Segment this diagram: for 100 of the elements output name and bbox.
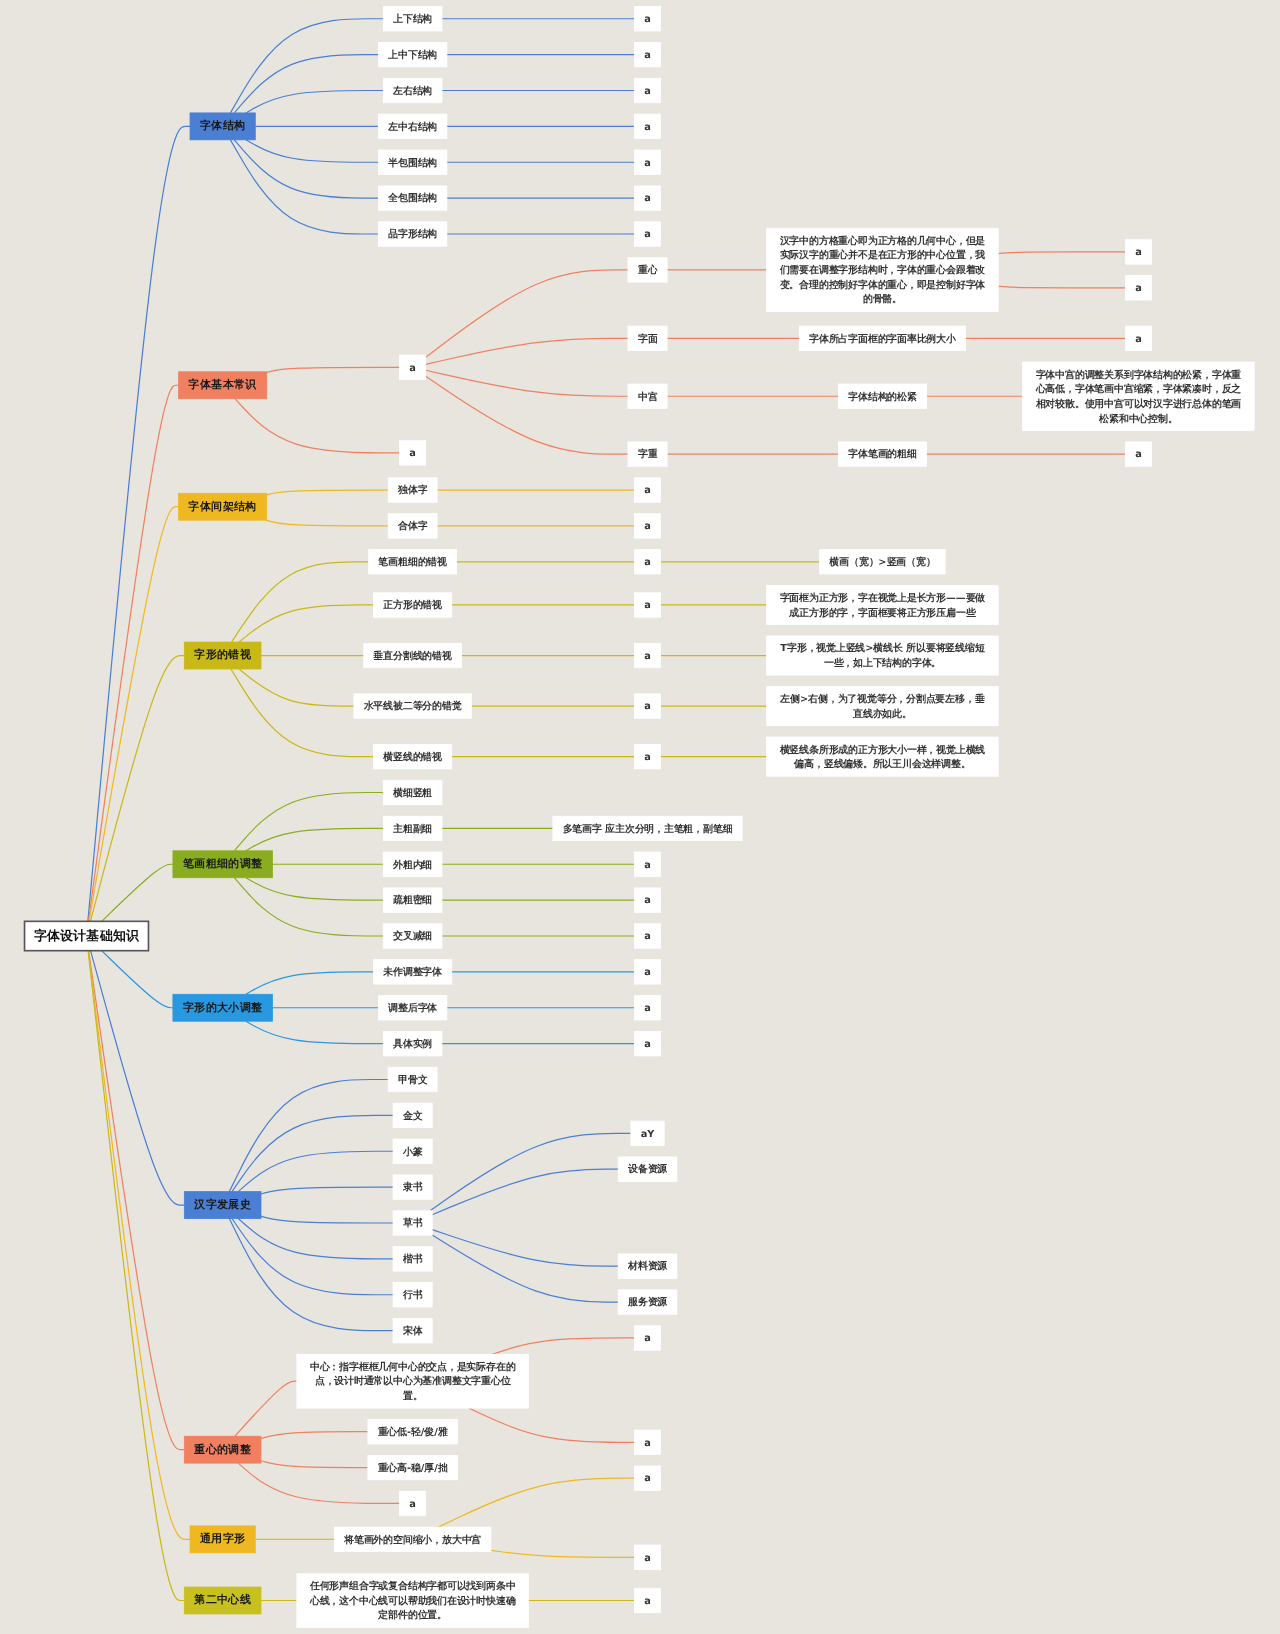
node-box <box>634 995 662 1021</box>
connector <box>229 1217 395 1332</box>
node-box <box>634 693 662 719</box>
node-box <box>184 641 263 670</box>
node-box <box>838 441 928 467</box>
connector <box>660 756 768 758</box>
node-box <box>383 887 444 913</box>
node-box <box>297 1573 530 1628</box>
node-box <box>1125 275 1153 301</box>
connector <box>667 395 840 397</box>
node-box <box>766 585 1000 625</box>
node-box <box>634 744 662 770</box>
connector <box>432 1168 620 1216</box>
node-box <box>378 221 448 247</box>
connector <box>442 827 555 829</box>
node-box <box>628 325 669 352</box>
connector <box>667 337 801 339</box>
connector <box>239 604 375 643</box>
connector <box>231 561 370 643</box>
node-box <box>190 1525 257 1554</box>
node-box <box>634 42 662 68</box>
node-box <box>378 149 448 175</box>
connector <box>442 899 636 901</box>
node-box <box>393 1174 434 1200</box>
connector <box>261 654 365 657</box>
connector <box>446 1007 636 1009</box>
node-box <box>190 112 257 141</box>
connector <box>238 1150 395 1193</box>
connector <box>456 561 636 563</box>
node-box <box>334 1526 492 1553</box>
node-box <box>383 6 444 32</box>
connector <box>266 489 390 496</box>
connector <box>432 1234 620 1303</box>
connector <box>234 1380 299 1437</box>
node-box <box>766 635 1000 676</box>
connector <box>451 756 636 758</box>
connector <box>87 125 192 922</box>
node-box <box>383 815 444 842</box>
connector <box>90 950 186 1206</box>
node-box <box>378 42 448 68</box>
node-box <box>363 642 463 669</box>
connector <box>245 1020 385 1045</box>
connector <box>101 950 175 1009</box>
connector <box>235 398 401 454</box>
node-box <box>1125 239 1153 265</box>
node-box <box>399 440 427 466</box>
connector <box>231 1114 395 1193</box>
node-box <box>634 1544 662 1570</box>
connector <box>245 971 375 995</box>
connector <box>660 561 821 563</box>
node-box <box>634 1325 662 1351</box>
connector <box>667 269 768 271</box>
node-box <box>184 1586 263 1615</box>
connector <box>437 525 636 527</box>
node-box <box>631 1120 666 1146</box>
node-box <box>354 693 473 719</box>
node-box <box>628 441 669 467</box>
connector <box>667 453 840 455</box>
connector <box>255 125 380 127</box>
connector <box>660 705 768 707</box>
connector <box>88 950 186 1451</box>
node-box <box>368 1419 459 1445</box>
connector <box>272 863 385 865</box>
connector <box>492 1337 636 1355</box>
connector <box>261 1460 370 1469</box>
connector <box>442 1043 636 1045</box>
connector <box>446 161 636 163</box>
node-box <box>618 1289 678 1315</box>
connector <box>230 139 380 235</box>
node-box <box>634 959 662 985</box>
connector <box>245 139 380 163</box>
connector <box>238 1217 395 1260</box>
node-box <box>634 6 662 32</box>
node-box <box>393 1138 434 1164</box>
node-box <box>1125 441 1153 467</box>
connector <box>461 654 636 657</box>
connector <box>101 863 175 922</box>
node-box <box>383 923 444 949</box>
connector <box>425 375 630 455</box>
node-box <box>634 185 662 211</box>
connector <box>660 654 768 657</box>
node-box <box>634 221 662 247</box>
connector <box>261 1186 395 1195</box>
connector <box>451 604 636 606</box>
node-box <box>184 1435 263 1464</box>
node-box <box>297 1353 530 1409</box>
node-box <box>393 1210 434 1236</box>
connector <box>230 668 375 758</box>
node-box <box>634 923 662 949</box>
connector <box>234 791 385 852</box>
node-box <box>634 513 662 539</box>
node-box <box>1125 325 1153 352</box>
connector <box>238 1462 401 1505</box>
node-box <box>383 1031 444 1057</box>
node-box <box>634 549 662 575</box>
connector <box>446 197 636 199</box>
connector <box>234 877 385 937</box>
node-box <box>634 642 662 669</box>
connector <box>255 1538 336 1540</box>
node-box <box>383 779 444 806</box>
